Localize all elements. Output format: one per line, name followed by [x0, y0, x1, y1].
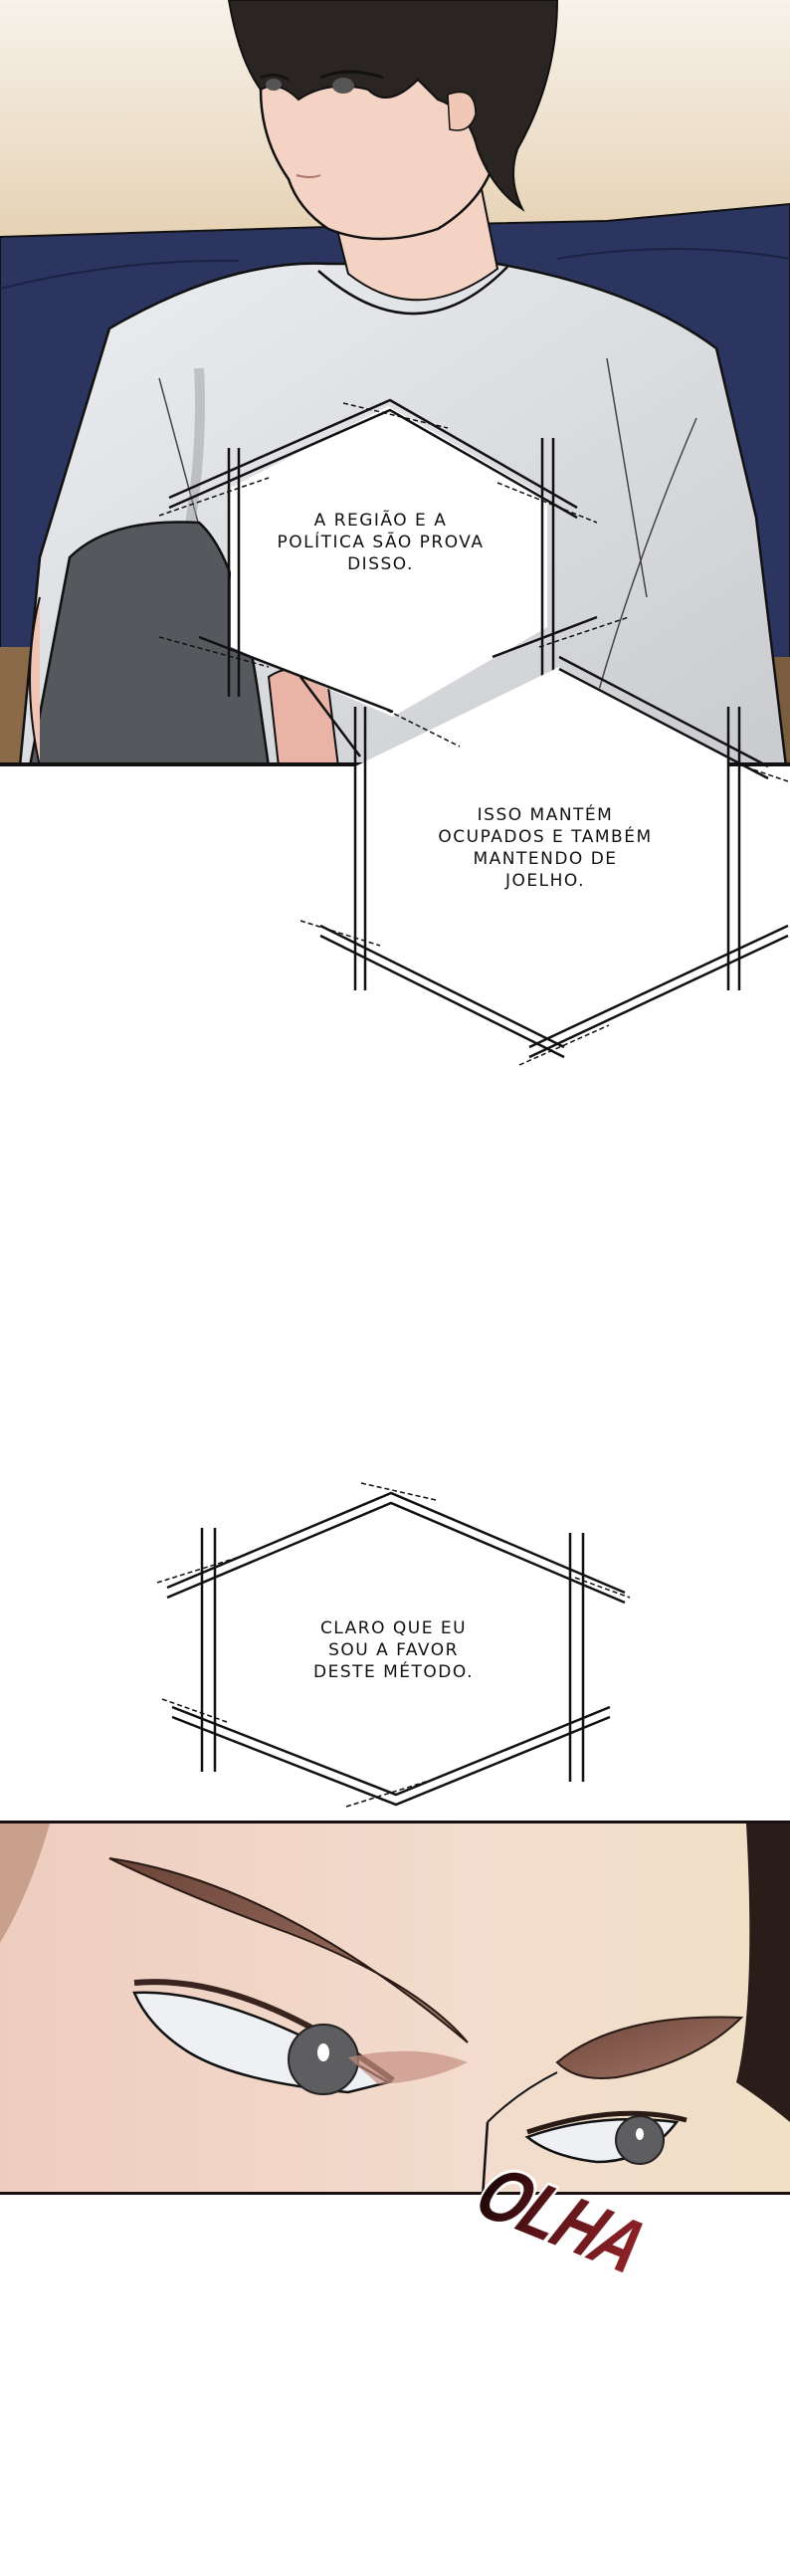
- bubble-2-line-1: Isso mantém: [477, 805, 614, 825]
- bubble-3-text: Claro que eu sou a favor deste método.: [157, 1617, 630, 1683]
- eyes-closeup-illustration: [0, 1824, 790, 2192]
- speech-bubble-3: Claro que eu sou a favor deste método.: [156, 1478, 631, 1812]
- hexagon-bubble-frame: [158, 398, 598, 717]
- bubble-1-line-2: política são prova: [277, 533, 485, 552]
- bubble-1-text: A região e a política são prova disso.: [159, 510, 602, 575]
- bubble-2-line-2: ocupados e também: [438, 827, 653, 847]
- hexagon-bubble-frame: [156, 1482, 631, 1808]
- hexagon-bubble-frame: [299, 616, 789, 1066]
- comic-panel-eyes-closeup: [0, 1821, 790, 2195]
- bubble-1-line-3: disso.: [347, 554, 414, 574]
- bubble-1-line-1: A região e a: [313, 511, 448, 531]
- speech-bubble-2: Isso mantém ocupados e também mantendo d…: [299, 616, 790, 1066]
- bubble-3-line-2: sou a favor: [328, 1640, 459, 1660]
- bubble-3-line-3: deste método.: [312, 1662, 474, 1682]
- bubble-2-line-3: mantendo de: [473, 849, 618, 869]
- bubble-2-text: Isso mantém ocupados e também mantendo d…: [300, 804, 790, 892]
- speech-bubble-1: A região e a política são prova disso.: [158, 388, 602, 717]
- bubble-2-line-4: joelho.: [505, 871, 585, 891]
- bubble-3-line-1: Claro que eu: [319, 1618, 468, 1638]
